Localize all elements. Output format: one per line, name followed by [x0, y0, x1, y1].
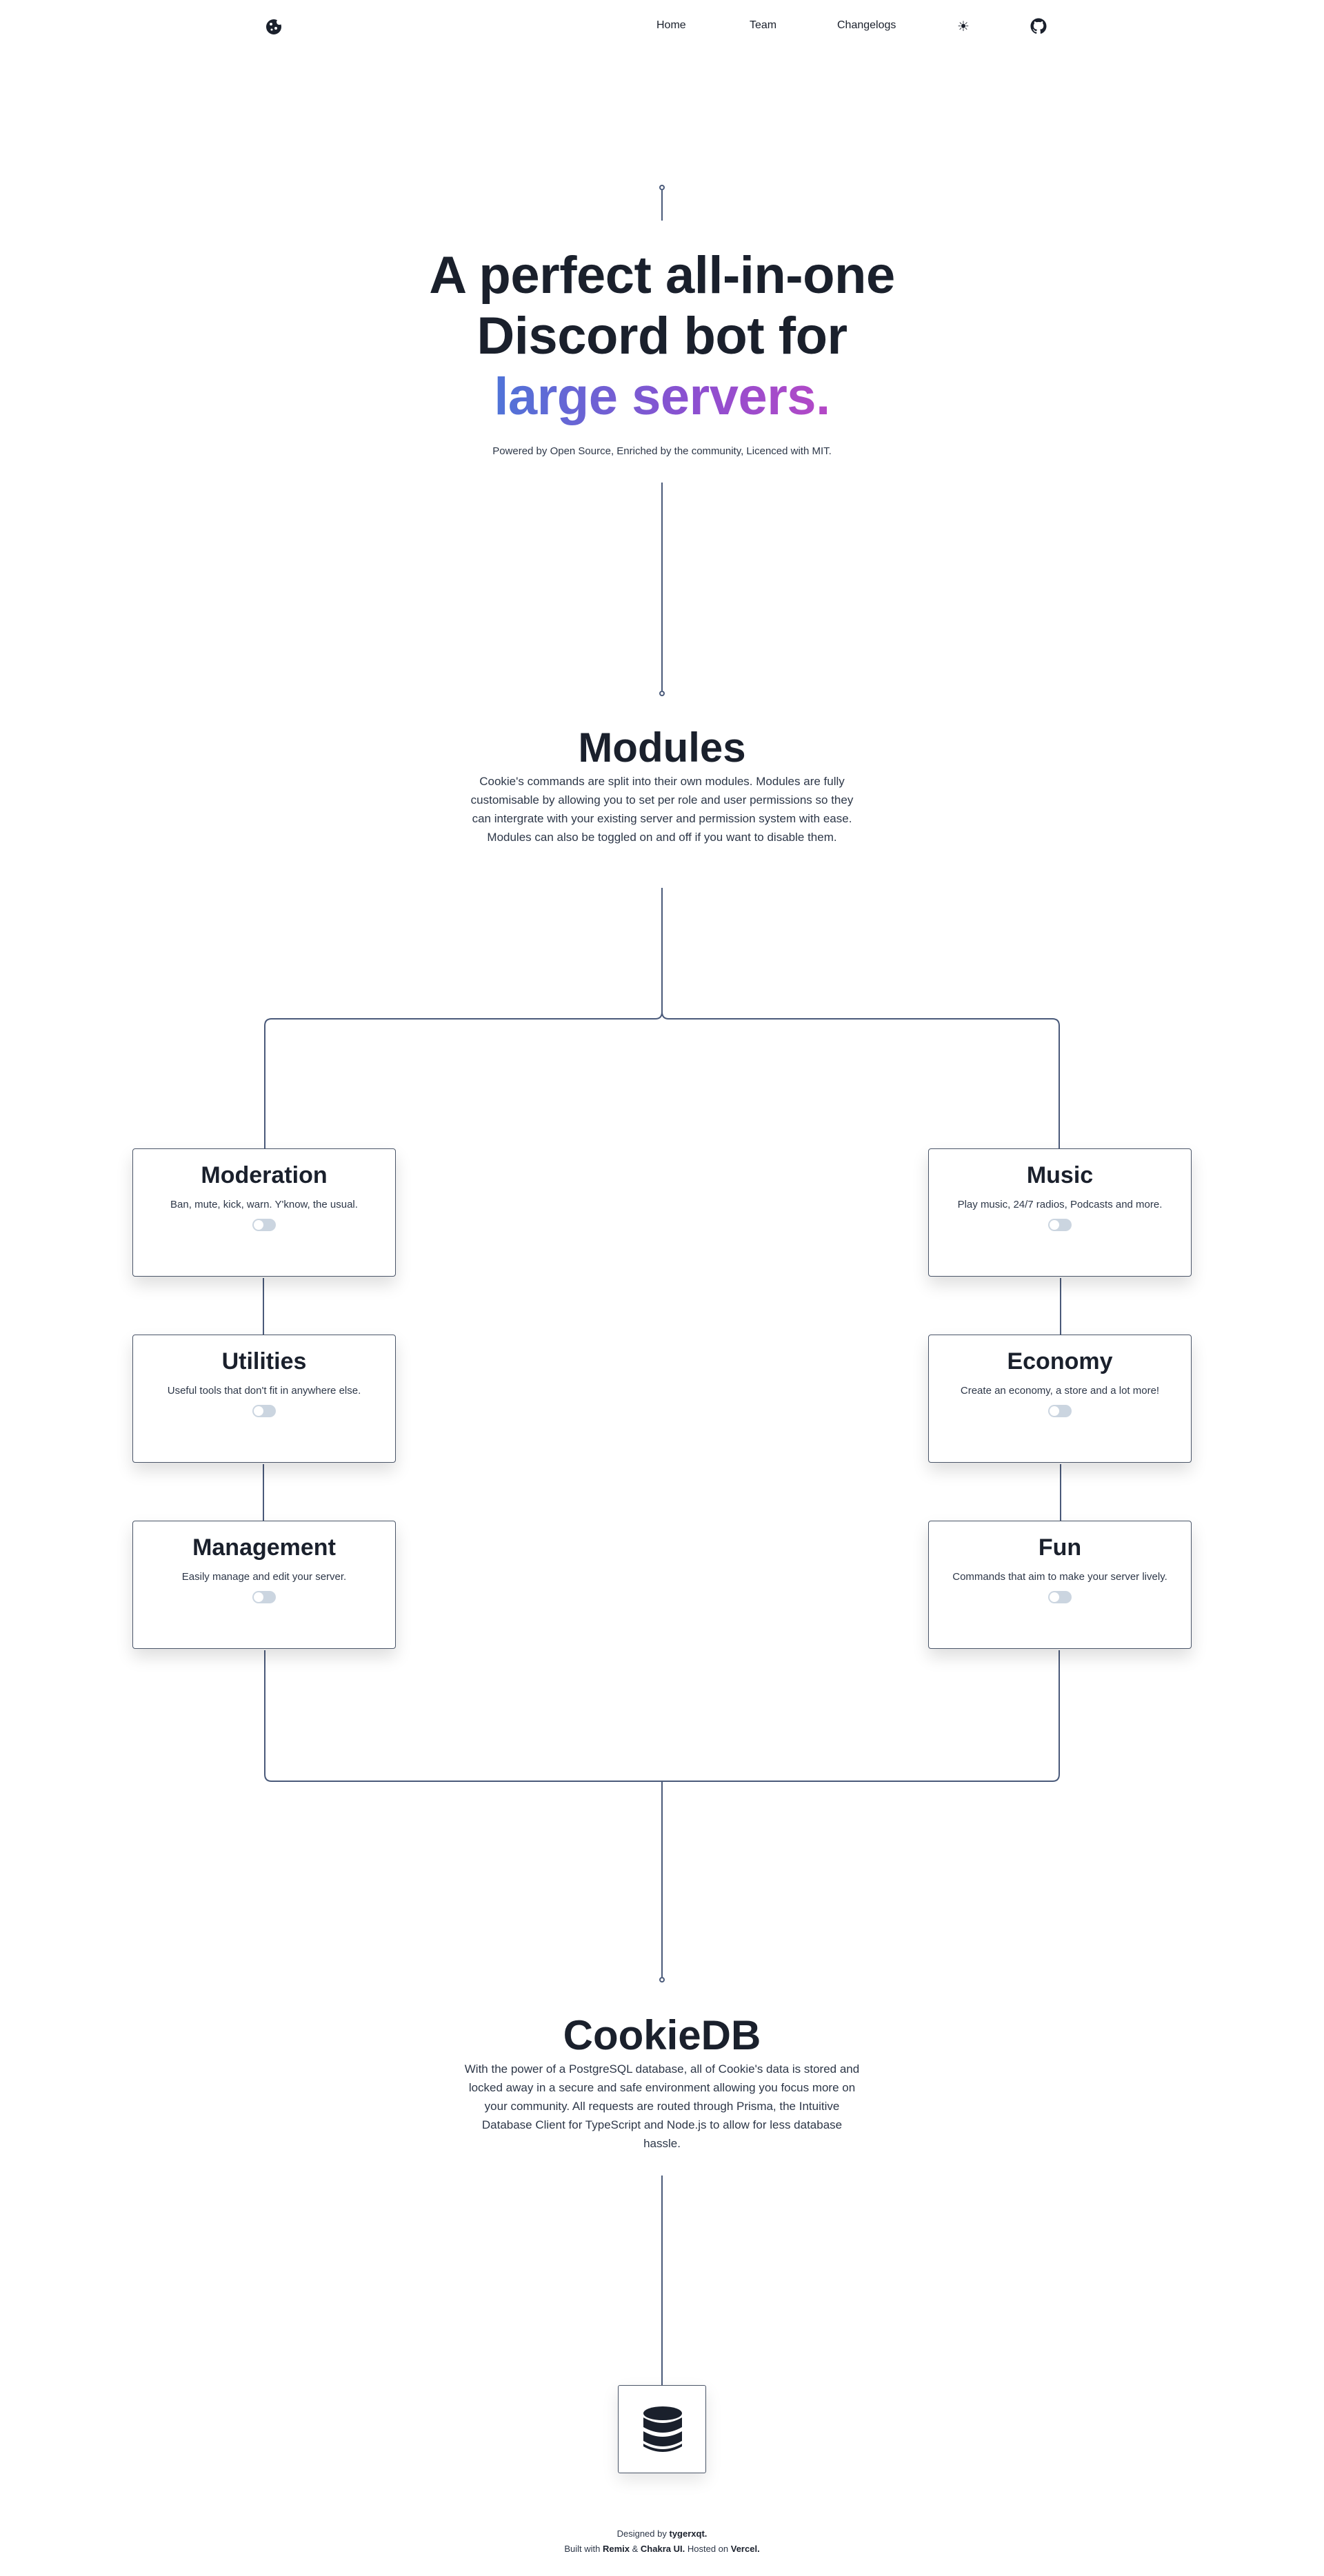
timeline-line: [661, 190, 663, 221]
timeline-dot: [659, 1977, 665, 1982]
module-toggle[interactable]: [1048, 1591, 1072, 1603]
vercel-link[interactable]: Vercel.: [730, 2544, 760, 2554]
module-card-management[interactable]: Management Easily manage and edit your s…: [132, 1521, 396, 1649]
module-card-economy[interactable]: Economy Create an economy, a store and a…: [928, 1335, 1192, 1463]
module-description: Useful tools that don't fit in anywhere …: [167, 1385, 361, 1397]
module-card-fun[interactable]: Fun Commands that aim to make your serve…: [928, 1521, 1192, 1649]
module-toggle[interactable]: [1048, 1405, 1072, 1417]
module-title: Utilities: [221, 1348, 307, 1375]
module-toggle[interactable]: [252, 1405, 276, 1417]
timeline-line: [661, 2176, 663, 2385]
module-card-utilities[interactable]: Utilities Useful tools that don't fit in…: [132, 1335, 396, 1463]
modules-title: Modules: [578, 724, 746, 771]
sun-icon[interactable]: ☀: [957, 19, 970, 34]
remix-link[interactable]: Remix: [602, 2544, 630, 2554]
timeline-dot: [659, 185, 665, 190]
timeline-line: [661, 483, 663, 691]
module-description: Commands that aim to make your server li…: [952, 1571, 1167, 1583]
footer-designed: Designed by tygerxqt.: [616, 2528, 708, 2539]
timeline-line: [661, 1782, 663, 1977]
hero-title: A perfect all-in-one Discord bot for lar…: [386, 245, 938, 427]
database-icon: [643, 2406, 682, 2452]
github-icon[interactable]: [1030, 18, 1047, 34]
module-toggle[interactable]: [252, 1591, 276, 1603]
module-card-music[interactable]: Music Play music, 24/7 radios, Podcasts …: [928, 1148, 1192, 1277]
module-toggle[interactable]: [1048, 1219, 1072, 1231]
module-title: Economy: [1007, 1348, 1113, 1375]
module-description: Create an economy, a store and a lot mor…: [960, 1385, 1160, 1397]
modules-connector-lines: [263, 888, 1061, 1782]
module-title: Music: [1026, 1162, 1094, 1188]
module-toggle[interactable]: [252, 1219, 276, 1231]
module-description: Easily manage and edit your server.: [181, 1571, 347, 1583]
chakra-link[interactable]: Chakra UI.: [640, 2544, 685, 2554]
nav-home-link[interactable]: Home: [656, 19, 686, 31]
footer-built: Built with Remix & Chakra UI. Hosted on …: [564, 2544, 760, 2554]
module-card-moderation[interactable]: Moderation Ban, mute, kick, warn. Y'know…: [132, 1148, 396, 1277]
module-title: Fun: [1038, 1534, 1082, 1561]
nav-changelogs-link[interactable]: Changelogs: [837, 19, 896, 31]
designer-link[interactable]: tygerxqt.: [669, 2528, 708, 2539]
module-title: Moderation: [201, 1162, 328, 1188]
module-description: Play music, 24/7 radios, Podcasts and mo…: [957, 1199, 1163, 1210]
cookiedb-title: CookieDB: [563, 2012, 761, 2058]
database-card: [618, 2385, 706, 2473]
hero-title-highlight: large servers.: [494, 367, 830, 426]
cookiedb-description: With the power of a PostgreSQL database,…: [464, 2062, 860, 2150]
hero-subtitle: Powered by Open Source, Enriched by the …: [492, 445, 832, 457]
modules-description: Cookie's commands are split into their o…: [470, 775, 854, 844]
module-description: Ban, mute, kick, warn. Y'know, the usual…: [170, 1199, 358, 1210]
module-title: Management: [192, 1534, 336, 1561]
timeline-dot: [659, 691, 665, 696]
cookie-logo-icon[interactable]: [265, 18, 283, 36]
hero-title-line2: Discord bot for: [477, 307, 847, 365]
nav-team-link[interactable]: Team: [750, 19, 777, 31]
hero-title-line1: A perfect all-in-one: [429, 246, 895, 305]
